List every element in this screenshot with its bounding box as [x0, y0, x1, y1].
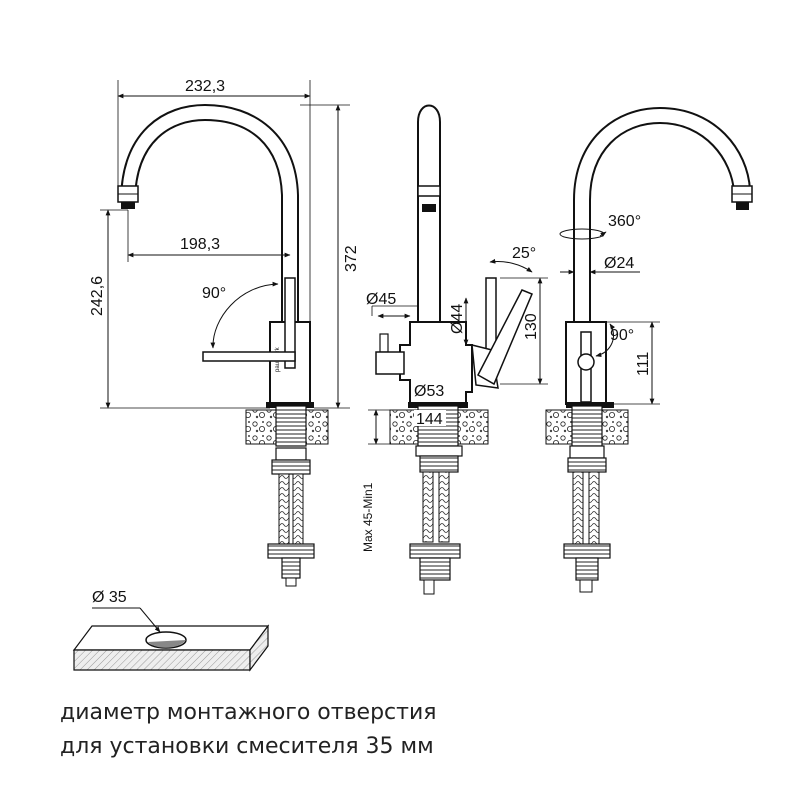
front-spout: [417, 104, 441, 322]
dim-lever-angle-back: 90°: [610, 327, 634, 344]
side-view: paulmark 232,3 198,3 242,6: [89, 78, 360, 587]
lever-rotation-arc: [210, 281, 279, 349]
dim-lever-height: 130: [523, 313, 540, 340]
rear-spout-outer: [573, 106, 751, 322]
lever-knob: [577, 353, 595, 371]
lever-horizontal: [202, 351, 296, 362]
lever-tilt-arc: [489, 258, 533, 273]
mounting-stud: [275, 405, 307, 447]
dim-countertop-thickness: Max 45-Min1: [361, 482, 375, 552]
dim-lever-tilt: 25°: [512, 245, 536, 262]
dim-total-width: 232,3: [185, 78, 225, 95]
rear-view: 360° Ø24 90° 111: [545, 106, 753, 593]
dim-lever-angle-side: 90°: [202, 285, 226, 302]
supply-hose: [278, 473, 290, 545]
dim-base-width: 144: [416, 411, 443, 428]
dim-spout-height: 242,6: [89, 276, 106, 316]
dim-diameter-base: Ø53: [414, 383, 444, 400]
rear-spout-inner: [589, 121, 735, 322]
rear-lever-arc: [595, 323, 615, 358]
swivel-ellipse: [559, 228, 605, 240]
dim-spout-diameter: Ø24: [604, 255, 634, 272]
caption-line-1: диаметр монтажного отверстия: [60, 700, 437, 725]
dim-diameter-body: Ø45: [366, 291, 396, 308]
lever-tilted: [477, 289, 533, 386]
spout-outer: [120, 103, 299, 322]
lever-vertical: [284, 277, 296, 369]
mounting-hole-detail: Ø 35: [72, 589, 270, 672]
caption-line-2: для установки смесителя 35 мм: [60, 734, 434, 759]
dim-total-height: 372: [343, 245, 360, 272]
dim-diameter-lever-base: Ø44: [449, 304, 466, 334]
dim-swivel-angle: 360°: [608, 213, 641, 230]
countertop-slab-front: [73, 649, 251, 671]
dim-hole-diameter: Ø 35: [92, 589, 127, 606]
front-view: Ø45 Ø44 25° 130 Ø53 144 Max 45-Min1: [361, 104, 548, 595]
dim-spout-reach: 198,3: [180, 236, 220, 253]
dim-body-height: 111: [635, 352, 652, 376]
mounting-caption: диаметр монтажного отверстия для установ…: [60, 696, 780, 764]
spout-inner: [134, 118, 283, 322]
